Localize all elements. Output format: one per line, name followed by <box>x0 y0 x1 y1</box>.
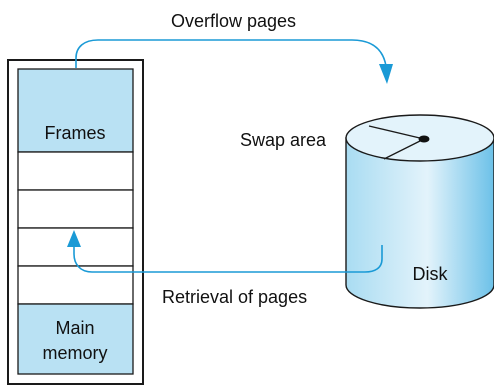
overflow-arrow <box>75 39 393 84</box>
frames-region <box>17 68 134 153</box>
disk-cylinder: Disk <box>345 114 494 309</box>
main-memory-label-line1: Main <box>55 318 94 338</box>
overflow-pages-label: Overflow pages <box>171 11 296 31</box>
swap-area-label: Swap area <box>240 130 327 150</box>
empty-frame <box>17 151 134 191</box>
frames-label: Frames <box>44 123 105 143</box>
overflow-arrow-path <box>75 39 387 68</box>
main-memory-block: Frames Main memory <box>7 59 144 385</box>
main-memory-label-line2: memory <box>42 343 107 363</box>
empty-frame <box>17 189 134 229</box>
disk-sector-line <box>368 125 425 140</box>
disk-body <box>345 137 494 309</box>
retrieval-arrow-path <box>73 243 383 273</box>
spindle-icon <box>418 135 430 143</box>
main-memory-region <box>17 303 134 375</box>
retrieval-of-pages-label: Retrieval of pages <box>162 287 307 307</box>
disk-sector-line <box>383 138 425 160</box>
retrieval-arrow <box>67 230 383 273</box>
arrowhead-icon <box>67 230 81 247</box>
arrowhead-icon <box>379 64 393 84</box>
disk-label: Disk <box>413 264 449 284</box>
